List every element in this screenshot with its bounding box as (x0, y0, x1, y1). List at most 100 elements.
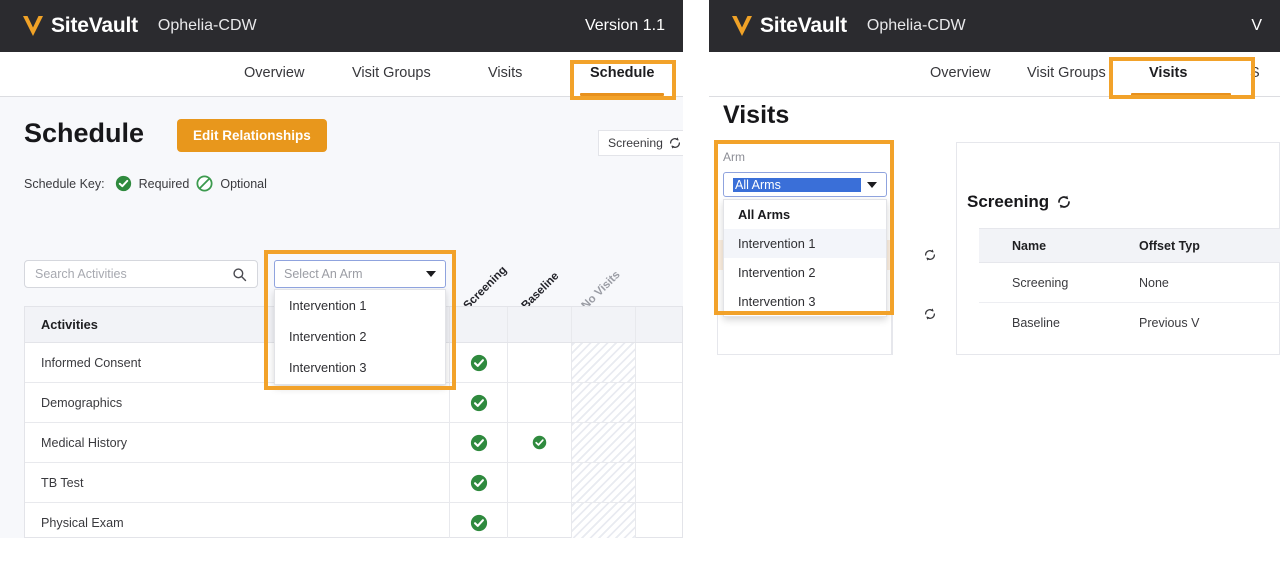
cell-name: Screening (1012, 275, 1069, 290)
arm-option-intervention-2[interactable]: Intervention 2 (289, 329, 367, 344)
cell-offset-type: None (1139, 275, 1169, 290)
cell-screening[interactable] (449, 343, 507, 382)
sync-icon (1058, 195, 1071, 209)
green-check-circle-icon (470, 354, 487, 371)
sync-icon (924, 249, 936, 261)
cell-baseline[interactable] (507, 343, 571, 382)
left-tab-strip: Overview Visit Groups Visits Schedule (0, 52, 683, 97)
table-row[interactable]: Demographics (25, 383, 682, 423)
chevron-down-icon (867, 181, 877, 188)
cell-screening[interactable] (449, 423, 507, 462)
cell-baseline[interactable] (507, 423, 571, 462)
tab-visit-groups[interactable]: Visit Groups (1027, 65, 1106, 81)
study-name: Ophelia-CDW (157, 17, 257, 34)
arm-option-intervention-1[interactable]: Intervention 1 (724, 229, 886, 258)
brand-name: SiteVault (760, 14, 847, 37)
tab-schedule-underline (580, 93, 664, 96)
cell-no-visits (571, 343, 635, 382)
sync-icon (924, 308, 936, 320)
cell-no-visits (571, 383, 635, 422)
right-tab-strip: Overview Visit Groups Visits S (709, 52, 1280, 97)
green-check-circle-icon (470, 474, 487, 491)
arm-option-intervention-3[interactable]: Intervention 3 (738, 294, 816, 309)
col-screening-header (449, 307, 507, 342)
tab-visit-groups[interactable]: Visit Groups (352, 65, 431, 81)
table-row[interactable]: Baseline Previous V (979, 303, 1280, 343)
veeva-v-logo-icon (23, 16, 43, 36)
green-check-circle-icon (470, 434, 487, 451)
tab-visits[interactable]: Visits (488, 65, 523, 81)
green-check-circle-icon (470, 514, 487, 532)
edit-relationships-button[interactable]: Edit Relationships (177, 119, 327, 152)
cell-extra[interactable] (635, 383, 682, 422)
search-input[interactable] (35, 267, 232, 281)
study-name: Ophelia-CDW (866, 17, 966, 34)
schedule-key-label: Schedule Key: (24, 176, 105, 191)
cell-no-visits (571, 463, 635, 502)
arm-select-field[interactable]: Select An Arm (274, 260, 446, 288)
col-activities-header: Activities (41, 317, 98, 332)
table-row[interactable]: Physical Exam (25, 503, 682, 538)
tab-visits[interactable]: Visits (1149, 65, 1188, 81)
arm-field-label: Arm (723, 150, 745, 164)
left-app-header: SiteVault Ophelia-CDW Version 1.1 (0, 0, 683, 52)
arm-option-intervention-3[interactable]: Intervention 3 (289, 360, 367, 375)
arm-option-all-arms[interactable]: All Arms (738, 207, 791, 222)
col-extra-header (635, 307, 682, 342)
column-divider (892, 142, 893, 355)
list-row-sync-1[interactable] (917, 247, 937, 263)
table-row[interactable]: Informed Consent (25, 343, 682, 383)
arm-option-intervention-2[interactable]: Intervention 2 (738, 265, 816, 280)
activity-name: Physical Exam (41, 516, 124, 530)
arm-select-dropdown[interactable]: Intervention 1 Intervention 2 Interventi… (274, 289, 446, 385)
arm-select-field[interactable]: All Arms (723, 172, 887, 197)
left-screenshot-panel: SiteVault Ophelia-CDW Version 1.1 Overvi… (0, 0, 683, 538)
brand-name: SiteVault (51, 14, 138, 37)
col-baseline-header (507, 307, 571, 342)
veeva-v-logo-icon (732, 16, 752, 36)
arm-option-intervention-1[interactable]: Intervention 1 (289, 298, 367, 313)
green-check-circle-icon (532, 435, 547, 450)
arm-select-dropdown[interactable]: All Arms Intervention 1 Intervention 2 I… (723, 199, 887, 317)
schedule-key: Schedule Key: Required Optional (24, 175, 267, 192)
search-activities-box[interactable] (24, 260, 258, 288)
cell-screening[interactable] (449, 463, 507, 502)
tab-schedule[interactable]: Schedule (590, 65, 655, 81)
tab-schedule[interactable]: S (1250, 65, 1260, 81)
cell-extra[interactable] (635, 463, 682, 502)
search-icon (233, 267, 247, 281)
green-check-circle-icon (470, 394, 487, 411)
col-no-visits-header (571, 307, 635, 342)
arm-select-value: All Arms (733, 177, 861, 192)
cell-baseline[interactable] (507, 383, 571, 422)
tab-overview[interactable]: Overview (244, 65, 305, 81)
cell-extra[interactable] (635, 343, 682, 382)
cell-extra[interactable] (635, 503, 682, 538)
visit-group-title: Screening (967, 192, 1072, 212)
screening-chip[interactable]: Screening (598, 130, 683, 156)
visits-table-header: Name Offset Typ (979, 229, 1280, 263)
activity-name: Informed Consent (41, 355, 142, 370)
cell-screening[interactable] (449, 503, 507, 538)
green-slash-circle-icon (196, 175, 213, 192)
col-offset-type-header: Offset Typ (1139, 238, 1200, 253)
cell-no-visits (571, 503, 635, 538)
right-app-header: SiteVault Ophelia-CDW V (709, 0, 1280, 52)
sync-icon (669, 137, 680, 149)
visit-group-title-label: Screening (967, 192, 1050, 211)
table-row[interactable]: Medical History (25, 423, 682, 463)
cell-extra[interactable] (635, 423, 682, 462)
cell-no-visits (571, 423, 635, 462)
table-row[interactable]: Screening None (979, 263, 1280, 303)
tab-overview[interactable]: Overview (930, 65, 991, 81)
col-name-header: Name (1012, 238, 1047, 253)
cell-screening[interactable] (449, 383, 507, 422)
cell-baseline[interactable] (507, 463, 571, 502)
cell-baseline[interactable] (507, 503, 571, 538)
table-row[interactable]: TB Test (25, 463, 682, 503)
version-label: Version 1.1 (584, 17, 665, 34)
list-row-sync-2[interactable] (917, 306, 937, 322)
chevron-down-icon (426, 271, 436, 277)
schedule-key-required-label: Required (138, 176, 190, 191)
